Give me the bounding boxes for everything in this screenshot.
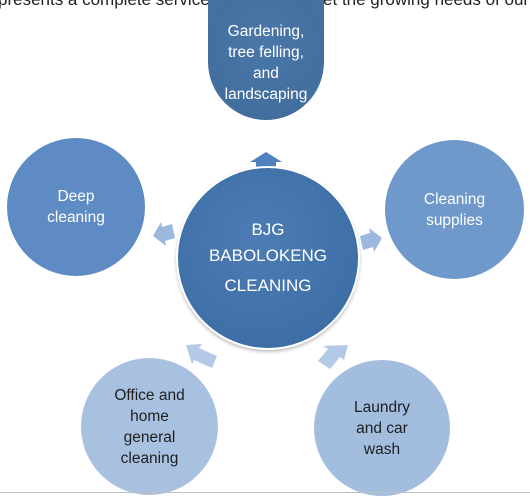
arrow-up-icon — [250, 152, 282, 170]
node-office-home-cleaning-line-4: cleaning — [120, 449, 179, 467]
node-gardening-line-3: and — [253, 65, 279, 82]
bottom-rule — [0, 492, 530, 493]
center-node-label: BJG BABOLOKENG CLEANING — [209, 217, 327, 299]
center-node-line-2: BABOLOKENG — [208, 246, 328, 265]
node-office-home-cleaning-label: Office and home general cleaning — [114, 385, 184, 469]
arrow-down-right-icon — [318, 345, 348, 369]
node-cleaning-supplies-line-1: Cleaning — [423, 190, 486, 208]
center-node-line-3: CLEANING — [224, 276, 312, 295]
node-deep-cleaning-label: Deep cleaning — [47, 186, 105, 228]
node-gardening-line-4: landscaping — [224, 86, 308, 103]
node-deep-cleaning-line-1: Deep — [57, 188, 95, 205]
node-office-home-cleaning-line-1: Office and — [114, 386, 185, 404]
node-gardening-label: Gardening, tree felling, and landscaping — [225, 21, 308, 105]
node-office-home-cleaning: Office and home general cleaning — [81, 358, 218, 495]
node-laundry-car-wash-line-2: and car — [356, 419, 408, 437]
node-office-home-cleaning-line-2: home — [130, 407, 169, 425]
arrow-down-left-icon — [186, 344, 217, 368]
arrow-right-icon — [360, 228, 382, 252]
node-laundry-car-wash-line-1: Laundry — [353, 398, 410, 416]
node-cleaning-supplies: Cleaning supplies — [385, 140, 524, 279]
center-node-bjg-babolokeng-cleaning: BJG BABOLOKENG CLEANING — [176, 166, 360, 350]
node-cleaning-supplies-line-2: supplies — [426, 211, 483, 229]
arrow-left-icon — [153, 222, 175, 246]
node-deep-cleaning-line-2: cleaning — [47, 209, 105, 226]
node-gardening-line-2: tree felling, — [228, 44, 304, 61]
node-laundry-car-wash-label: Laundry and car wash — [354, 397, 410, 460]
node-laundry-car-wash: Laundry and car wash — [314, 360, 450, 496]
center-node-line-1: BJG — [251, 220, 285, 239]
node-laundry-car-wash-line-3: wash — [363, 440, 401, 458]
node-gardening-disc — [208, 0, 324, 120]
node-office-home-cleaning-line-3: general — [123, 428, 176, 446]
node-gardening-line-1: Gardening, — [227, 23, 305, 40]
node-deep-cleaning: Deep cleaning — [7, 138, 145, 276]
node-gardening: Gardening, tree felling, and landscaping — [208, 0, 324, 120]
node-cleaning-supplies-label: Cleaning supplies — [424, 189, 485, 231]
